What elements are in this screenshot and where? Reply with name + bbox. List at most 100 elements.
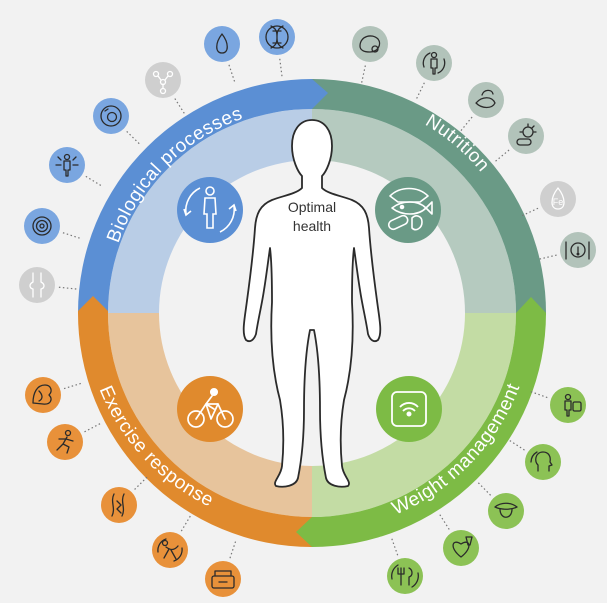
outer-icon-nutrition[interactable] [415,45,452,100]
connector-dots [58,286,77,290]
connector-dots [538,254,557,260]
connector-dots [174,98,186,115]
outer-icon-circle [540,181,576,217]
connector-dots [85,175,102,187]
heart-glass-icon [452,536,473,558]
fish-meat-icon [475,89,496,109]
outer-icon-circle [101,487,137,523]
arrow-band-nutrition[interactable] [312,79,547,330]
gymnast-icon [157,538,183,562]
arrow-band-biological[interactable] [78,78,330,313]
scale-icon [391,391,427,427]
outer-icon-nutrition[interactable] [494,118,544,162]
outer-icon-exercise[interactable] [25,377,82,413]
connector-dots [134,476,148,490]
outer-icon-weight[interactable] [530,387,586,423]
inner-quadrant-exercise [108,313,312,517]
outer-icon-exercise[interactable] [205,540,241,597]
outer-icon-biological[interactable] [19,267,77,303]
hub-icon-weight[interactable] [376,376,442,442]
outer-icon-biological[interactable] [24,208,81,244]
cutlery-cycle-icon [391,564,419,588]
runner-icon [56,429,74,454]
connector-dots [439,513,450,530]
body-cycle-icon [183,186,237,233]
hub-circle [375,177,441,243]
center-label-line1: Optimal [288,199,336,215]
hub-icon-nutrition[interactable] [375,177,441,243]
hub-icon-biological[interactable] [177,177,243,243]
outer-icon-nutrition[interactable] [352,26,388,84]
inner-ring [108,109,516,517]
connector-dots [279,58,283,77]
outer-icon-biological[interactable] [204,26,240,83]
outer-icon-circle [19,267,55,303]
connector-dots [477,482,492,496]
inner-quadrant-nutrition [312,109,516,313]
outer-icon-nutrition[interactable]: Fe [521,181,576,217]
outer-icon-weight[interactable] [387,538,423,594]
outer-icon-nutrition[interactable] [538,232,596,268]
outer-icon-biological[interactable] [145,62,186,115]
potato-icon [359,35,381,53]
sun-pill-icon [516,123,537,146]
connector-dots [63,382,82,390]
connector-dots [84,422,101,433]
arrow-band-weight[interactable] [294,297,546,548]
cell-icon [100,105,122,127]
outer-icon-circle [488,493,524,529]
outer-icon-circle [468,82,504,118]
connector-dots [460,116,473,132]
body-arrows-icon [55,153,79,177]
outer-icon-nutrition[interactable] [460,82,504,132]
human-silhouette [242,119,382,488]
iron-drop-icon: Fe [551,187,565,210]
endurance-icon [211,570,235,589]
connector-dots [509,439,525,451]
tongue-icon [494,502,518,518]
outer-icon-circle [24,208,60,244]
connector-dots [391,538,399,556]
outer-icon-circle [443,530,479,566]
inner-quadrant-weight [312,313,516,517]
outer-icon-exercise[interactable] [47,422,101,460]
outer-icon-biological[interactable] [49,147,102,187]
connector-dots [126,130,140,145]
outer-icon-circle [205,561,241,597]
outer-icon-exercise[interactable] [152,515,192,568]
outer-icon-biological[interactable] [259,19,295,77]
center-label-line2: health [293,218,331,234]
muscle-icon [32,384,52,405]
body-scale-icon [564,393,582,417]
outer-icon-circle [152,532,188,568]
molecule-icon [152,70,174,95]
connector-dots [521,207,539,217]
outer-icon-weight[interactable] [509,439,561,480]
connector-dots [180,515,192,532]
outer-icon-circle [93,98,129,134]
outer-icon-circle [352,26,388,62]
connector-dots [494,149,510,162]
outer-icon-circle [47,424,83,460]
outer-icon-weight[interactable] [439,513,479,566]
outer-icon-circle [25,377,61,413]
outer-icon-circle [387,558,423,594]
outer-icon-exercise[interactable] [101,476,148,523]
connector-dots [62,232,81,239]
outer-icon-biological[interactable] [93,98,140,145]
joint-icon [29,272,45,298]
plate-icon [565,241,590,260]
arrow-band-exercise[interactable] [77,296,312,547]
head-cycle-icon [530,451,553,472]
outer-ring [77,78,547,548]
outer-icon-circle [550,387,586,423]
outer-icon-circle [525,444,561,480]
connector-dots [415,82,425,100]
outer-icon-weight[interactable] [477,482,524,529]
connector-dots [228,64,236,83]
hub-icon-exercise[interactable] [177,376,243,442]
connector-dots [530,390,548,399]
outer-icon-circle [416,45,452,81]
outer-icon-circle [204,26,240,62]
